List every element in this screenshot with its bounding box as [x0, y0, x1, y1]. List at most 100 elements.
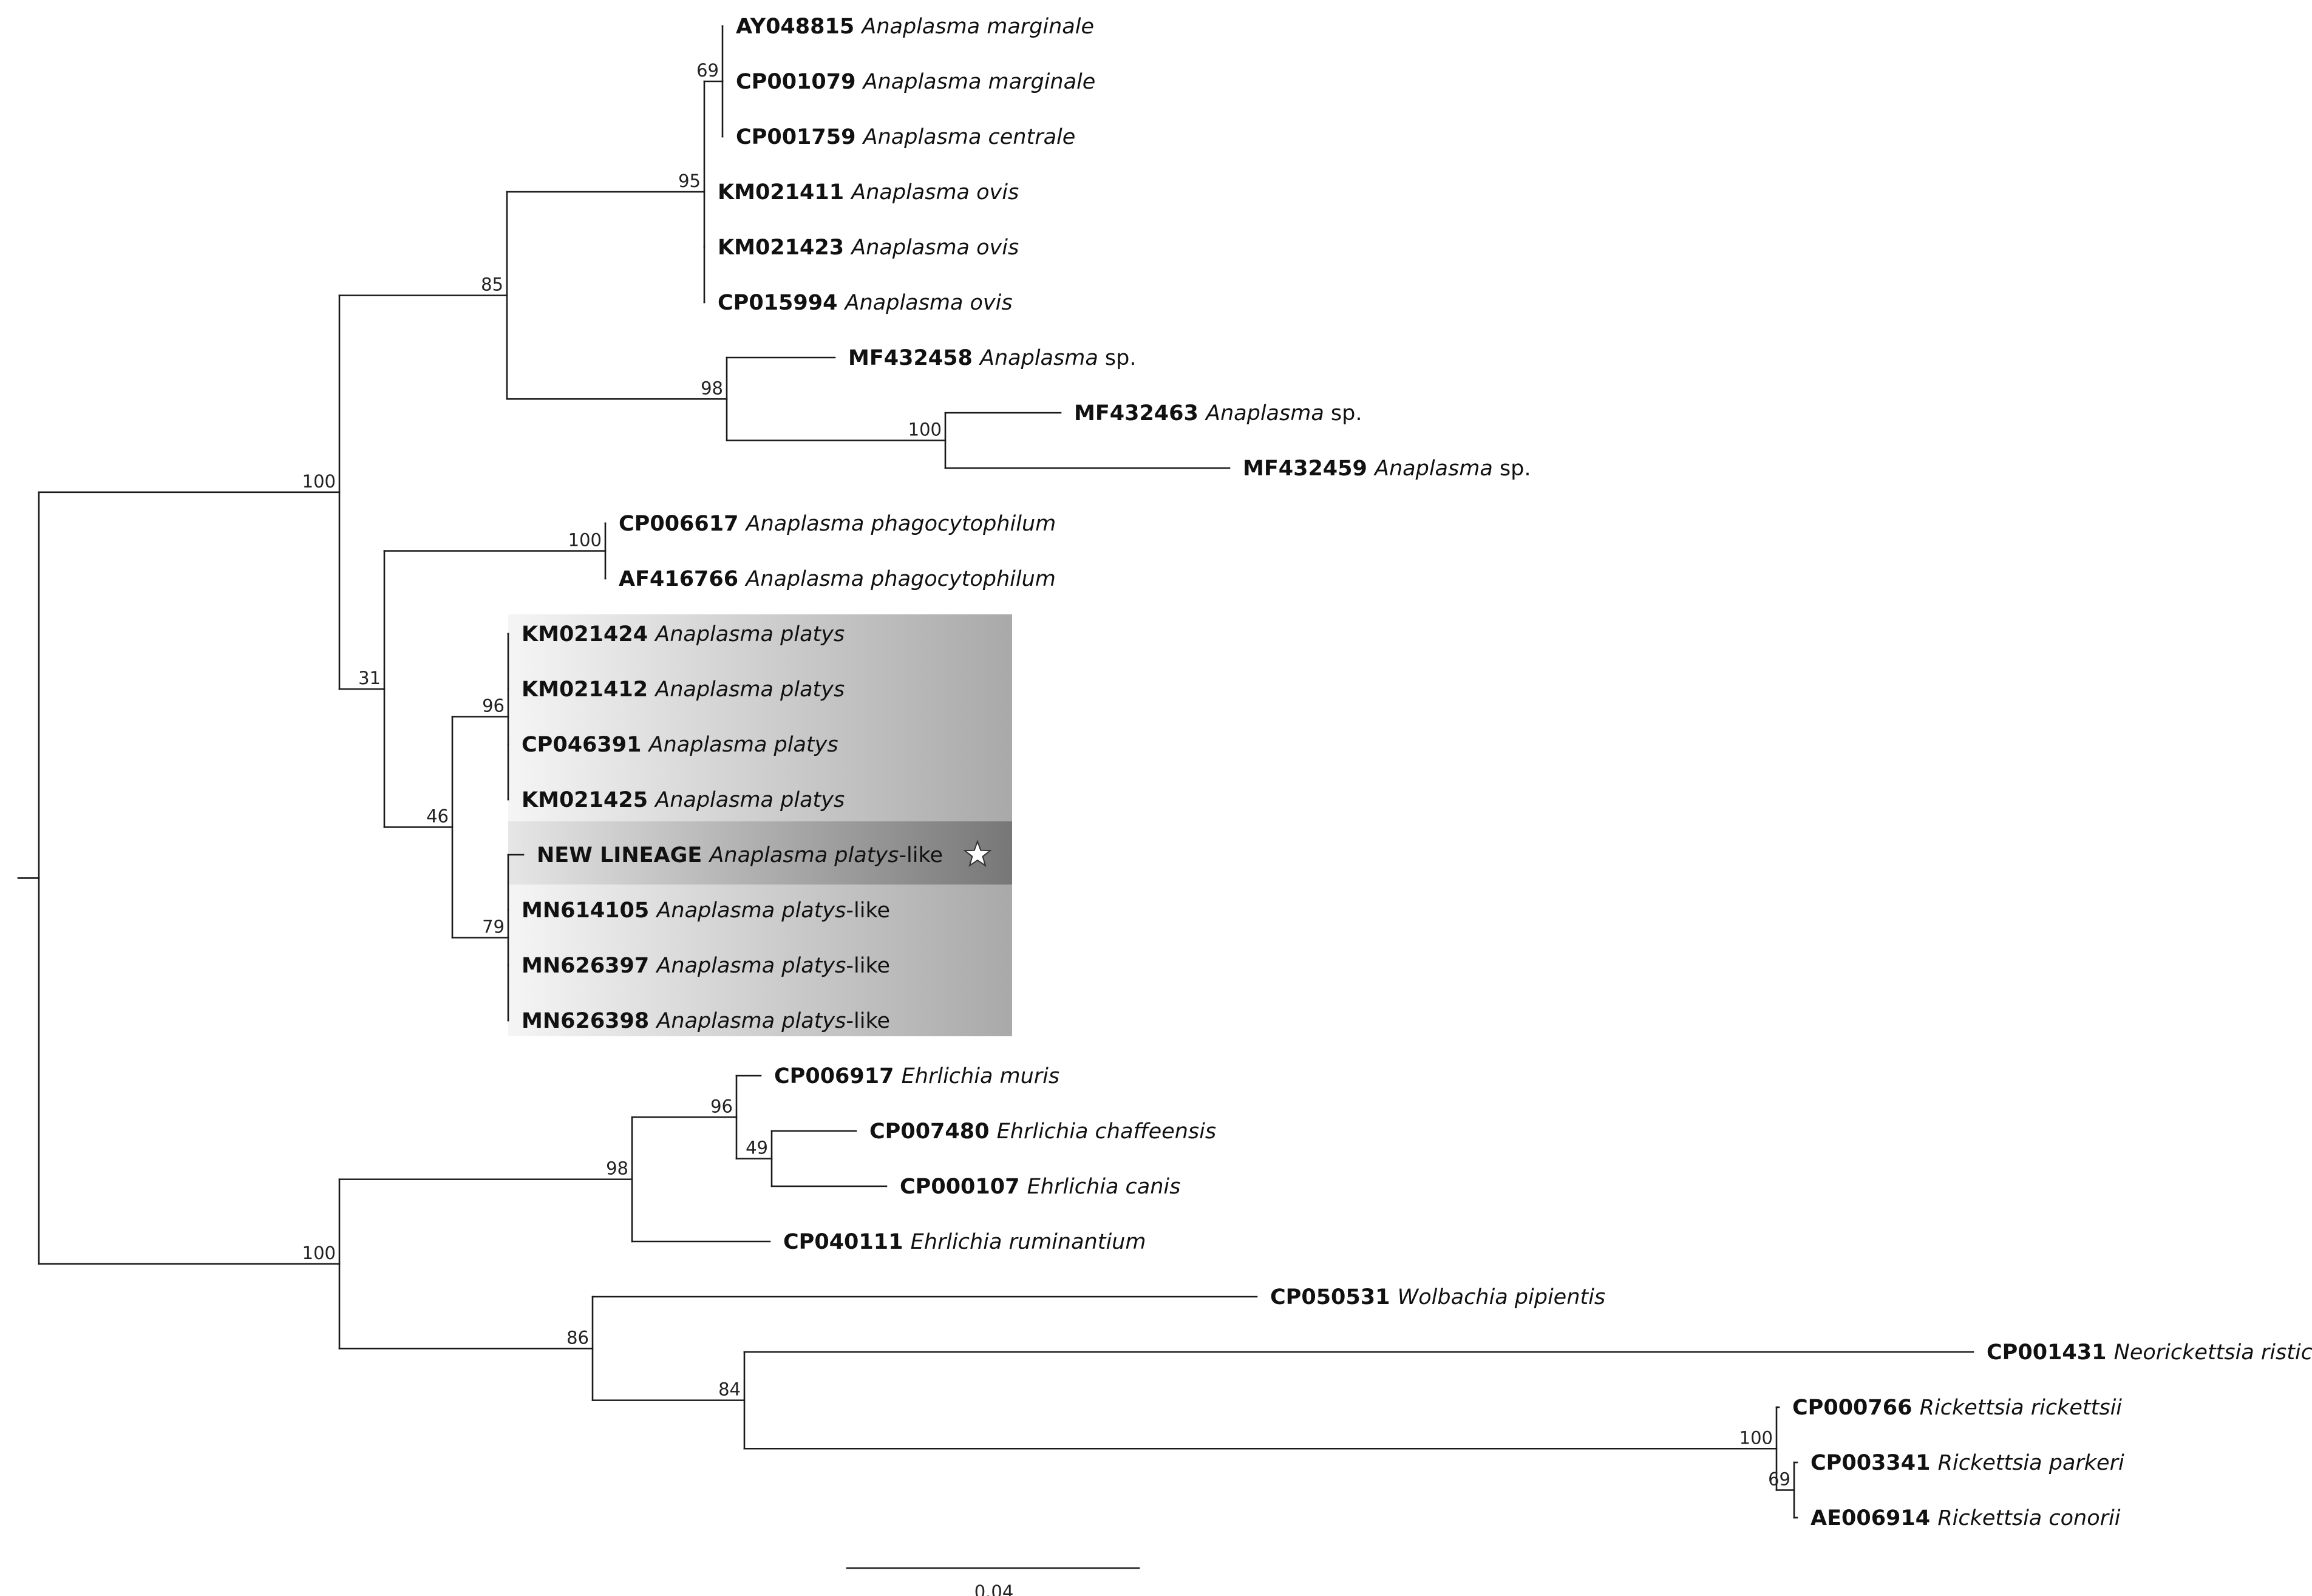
taxon-species: Ehrlichia muris [902, 1064, 1059, 1088]
taxon-label-mf432463: MF432463 Anaplasma sp. [1074, 401, 1362, 426]
taxon-accession: CP040111 [783, 1230, 911, 1254]
support-value-marginale-pair: 69 [696, 60, 719, 81]
taxon-species: Rickettsia parkeri [1938, 1451, 2124, 1475]
taxon-species: Anaplasma platys [655, 1009, 846, 1033]
taxon-accession: CP001431 [1987, 1340, 2114, 1365]
taxon-species: Ehrlichia chaffeensis [997, 1119, 1216, 1144]
taxon-accession: MN614105 [522, 898, 656, 923]
support-value-non-anaplasma-clade: 100 [302, 1243, 336, 1263]
taxon-label-km021412: KM021412 Anaplasma platys [522, 677, 845, 702]
support-value-anaplasma-sp-clade: 98 [701, 378, 723, 398]
taxon-accession: CP006617 [619, 512, 746, 536]
taxon-suffix: -like [846, 954, 890, 978]
taxon-species: Anaplasma phagocytophilum [744, 567, 1056, 591]
taxon-accession: KM021423 [718, 236, 851, 260]
taxon-label-cp001431: CP001431 Neorickettsia risticii [1987, 1340, 2312, 1365]
taxon-species: Anaplasma platys [648, 733, 838, 757]
taxon-accession: KM021411 [718, 180, 851, 205]
taxon-label-cp001079: CP001079 Anaplasma marginale [736, 70, 1095, 94]
taxon-label-cp007480: CP007480 Ehrlichia chaffeensis [869, 1119, 1216, 1144]
taxon-label-km021425: KM021425 Anaplasma platys [522, 788, 845, 812]
taxon-accession: CP000766 [1792, 1396, 1920, 1420]
taxon-accession: CP006917 [774, 1064, 902, 1088]
taxon-label-newlineage: NEW LINEAGE Anaplasma platys-like [537, 843, 943, 868]
support-value-rickettsia-pair: 69 [1768, 1469, 1790, 1490]
support-value-platys-clade: 96 [482, 696, 505, 716]
taxon-species: Anaplasma [1373, 457, 1493, 481]
support-values: 6995100988510096794631100499698691008486… [302, 60, 1790, 1490]
taxon-accession: MN626398 [522, 1009, 656, 1033]
taxon-accession: MF432463 [1074, 401, 1206, 426]
new-lineage-highlight-box [508, 821, 1012, 885]
taxon-label-cp040111: CP040111 Ehrlichia ruminantium [783, 1230, 1146, 1254]
taxon-accession: CP046391 [522, 733, 649, 757]
taxon-label-af416766: AF416766 Anaplasma phagocytophilum [619, 567, 1056, 591]
taxon-species: Neorickettsia risticii [2114, 1340, 2312, 1365]
taxon-label-mn626398: MN626398 Anaplasma platys-like [522, 1009, 890, 1033]
taxon-label-cp000107: CP000107 Ehrlichia canis [900, 1175, 1180, 1199]
taxon-accession: CP007480 [869, 1119, 997, 1144]
taxon-species: Anaplasma platys [654, 622, 845, 647]
taxon-accession: KM021425 [522, 788, 655, 812]
taxon-accession: MF432458 [848, 346, 980, 370]
taxon-suffix: sp. [1493, 457, 1531, 481]
taxon-label-cp006617: CP006617 Anaplasma phagocytophilum [619, 512, 1056, 536]
taxon-species: Anaplasma [1205, 401, 1324, 426]
taxon-species: Anaplasma ovis [844, 291, 1013, 315]
taxon-label-cp046391: CP046391 Anaplasma platys [522, 733, 838, 757]
taxon-label-cp050531: CP050531 Wolbachia pipientis [1270, 1285, 1605, 1309]
new-lineage-star-icon [963, 840, 992, 868]
taxon-label-cp001759: CP001759 Anaplasma centrale [736, 125, 1075, 149]
taxon-accession: CP001079 [736, 70, 863, 94]
support-value-mf-pair: 100 [908, 419, 942, 440]
taxon-suffix: -like [846, 898, 890, 923]
taxon-species: Anaplasma ovis [850, 180, 1019, 205]
support-value-ehrlichia-muris-group: 96 [710, 1096, 733, 1116]
taxon-label-cp000766: CP000766 Rickettsia rickettsii [1792, 1396, 2122, 1420]
taxon-label-km021423: KM021423 Anaplasma ovis [718, 236, 1019, 260]
taxon-label-cp003341: CP003341 Rickettsia parkeri [1810, 1451, 2124, 1475]
taxon-suffix: sp. [1098, 346, 1137, 370]
taxon-accession: MF432459 [1243, 457, 1375, 481]
taxon-label-cp015994: CP015994 Anaplasma ovis [718, 291, 1013, 315]
support-value-anaplasma-genus: 100 [302, 471, 336, 492]
taxon-label-mf432459: MF432459 Anaplasma sp. [1243, 457, 1531, 481]
taxon-suffix: sp. [1324, 401, 1362, 426]
taxon-species: Anaplasma platys [654, 788, 845, 812]
support-value-wolbachia-group: 86 [566, 1327, 589, 1348]
support-value-platys-like-clade: 79 [482, 917, 505, 937]
taxon-species: Rickettsia rickettsii [1920, 1396, 2123, 1420]
taxon-suffix: -like [846, 1009, 890, 1033]
taxon-accession: AF416766 [619, 567, 746, 591]
taxon-species: Anaplasma platys [708, 843, 899, 868]
taxon-species: Anaplasma [979, 346, 1098, 370]
support-value-platys-group: 31 [358, 668, 381, 688]
taxon-accession: AY048815 [736, 15, 862, 39]
taxon-label-ae006914: AE006914 Rickettsia conorii [1810, 1506, 2121, 1530]
support-value-marginale-sp-clade: 85 [481, 274, 503, 295]
taxon-species: Anaplasma marginale [860, 15, 1094, 39]
taxon-accession: MN626397 [522, 954, 656, 978]
taxon-species: Anaplasma platys [655, 954, 846, 978]
support-value-marginale-ovis-clade: 95 [678, 171, 701, 191]
taxon-accession: AE006914 [1810, 1506, 1937, 1530]
platys-clade-highlight [508, 614, 1012, 1036]
taxon-label-mn614105: MN614105 Anaplasma platys-like [522, 898, 890, 923]
taxon-accession: CP050531 [1270, 1285, 1398, 1309]
taxon-label-mf432458: MF432458 Anaplasma sp. [848, 346, 1137, 370]
support-value-ehrlichia-genus: 98 [606, 1158, 628, 1179]
taxon-species: Anaplasma marginale [862, 70, 1096, 94]
taxon-suffix: -like [899, 843, 943, 868]
taxon-label-mn626397: MN626397 Anaplasma platys-like [522, 954, 890, 978]
support-value-phagocytophilum-pair: 100 [568, 530, 602, 551]
taxon-accession: NEW LINEAGE [537, 843, 709, 868]
support-value-platys-combined: 46 [426, 806, 449, 827]
taxon-species: Anaplasma platys [654, 677, 845, 702]
support-value-rickettsia-genus: 100 [1739, 1427, 1773, 1448]
taxon-species: Wolbachia pipientis [1398, 1285, 1605, 1309]
scale-bar-label: 0.04 [974, 1581, 1014, 1596]
taxon-species: Rickettsia conorii [1937, 1506, 2120, 1530]
taxon-label-km021411: KM021411 Anaplasma ovis [718, 180, 1019, 205]
